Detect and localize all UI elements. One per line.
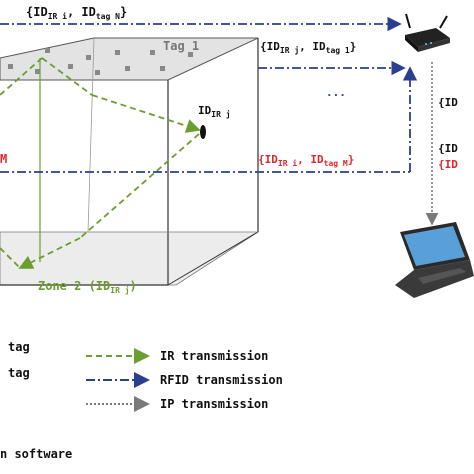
- room-ceiling: [0, 37, 259, 81]
- rfid-tag: [115, 50, 120, 55]
- legend: tag tag n software IR transmission RFID …: [0, 340, 283, 461]
- right-id-label-red: {ID: [438, 158, 458, 171]
- id-ir-j-label: IDIR j: [198, 104, 231, 119]
- rfid-tag: [8, 64, 13, 69]
- rfid-tag: [35, 69, 40, 74]
- rfid-tag: [95, 70, 100, 75]
- rfid-tag: [68, 64, 73, 69]
- rfid-tag: [160, 66, 165, 71]
- left-m-label: M: [0, 152, 7, 166]
- right-id-label-2: {ID: [438, 142, 458, 155]
- ir-transmission-lines: [0, 57, 201, 269]
- legend-left-1: tag: [8, 340, 30, 354]
- right-id-label-1: {ID: [438, 96, 458, 109]
- legend-ir-label: IR transmission: [160, 349, 268, 363]
- rfid-tag: [188, 52, 193, 57]
- ir-sensor: [200, 125, 206, 139]
- room-box: [0, 37, 260, 286]
- tag-1-label: Tag 1: [163, 39, 199, 53]
- rfid-tag: [125, 66, 130, 71]
- top-id-label: {IDIR i, IDtag N}: [26, 5, 127, 21]
- ceiling-tags: [8, 48, 193, 75]
- red-id-label: {IDIR i, IDtag M}: [258, 153, 354, 168]
- room-floor: [0, 231, 260, 286]
- zone-2-label: Zone 2 (IDIR j): [38, 279, 137, 295]
- legend-rfid-label: RFID transmission: [160, 373, 283, 387]
- rfid-reader-icon: [405, 13, 450, 52]
- legend-left-3: n software: [0, 447, 72, 461]
- laptop-icon: [395, 222, 474, 298]
- top-right-id-label: {IDIR j, IDtag 1}: [260, 40, 356, 55]
- rfid-transmission-lines: [0, 16, 418, 173]
- legend-left-2: tag: [8, 366, 30, 380]
- ellipsis-label: ...: [326, 86, 346, 99]
- rfid-tag: [86, 55, 91, 60]
- rfid-tag: [150, 50, 155, 55]
- legend-ip-label: IP transmission: [160, 397, 268, 411]
- rfid-tag: [45, 48, 50, 53]
